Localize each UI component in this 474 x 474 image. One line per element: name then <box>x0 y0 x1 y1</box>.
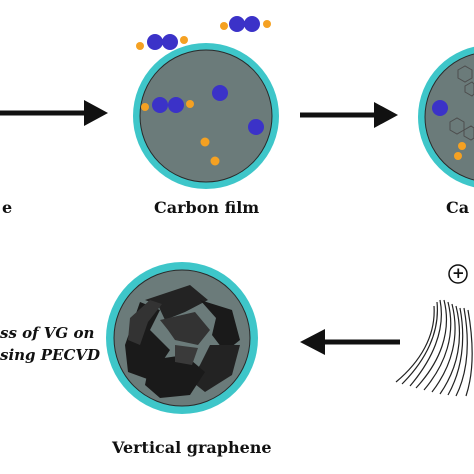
plus-circle-icon <box>448 264 468 284</box>
label-process-line2: sing PECVD <box>0 346 101 364</box>
arrow-left <box>300 329 400 355</box>
arrow-right-2 <box>300 102 398 128</box>
molecule-on-disk <box>141 97 194 113</box>
molecule-above-left <box>136 34 188 50</box>
graphene-strands <box>395 299 473 397</box>
label-left-partial: e <box>2 198 13 217</box>
orange-atom <box>458 142 466 150</box>
orange-atom <box>200 137 210 147</box>
molecule-above-right <box>220 16 271 32</box>
blue-atom <box>248 119 264 135</box>
arrow-right-1 <box>0 100 108 126</box>
orange-atom <box>210 156 220 166</box>
hexagon-network <box>449 65 474 141</box>
blue-atom <box>432 100 448 116</box>
blue-atom <box>212 85 228 101</box>
orange-atom <box>454 152 462 160</box>
label-carbon-film: Carbon film <box>154 198 260 217</box>
label-right-partial: Ca <box>446 198 470 217</box>
plus-symbol: + <box>452 264 465 282</box>
label-vertical-graphene: Vertical graphene <box>112 438 272 457</box>
carbon-film-disk <box>133 43 279 189</box>
label-process-line1: ss of VG on <box>0 324 95 342</box>
vertical-graphene-disk <box>106 262 258 414</box>
